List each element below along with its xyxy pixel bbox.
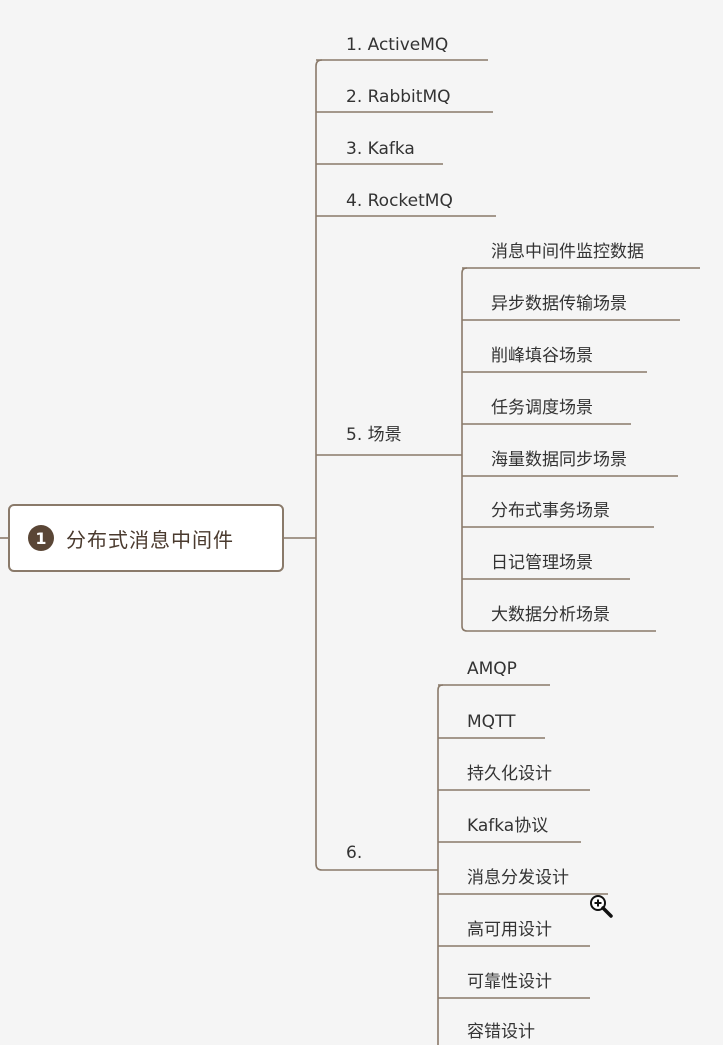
subtrunk-line [461,267,468,632]
branch-activemq[interactable]: 1. ActiveMQ [346,35,449,55]
design-item[interactable]: AMQP [467,659,517,679]
branch-rocketmq[interactable]: 4. RocketMQ [346,191,453,211]
root-topic[interactable]: 1 分布式消息中间件 [8,504,284,572]
design-item[interactable]: 消息分发设计 [467,868,569,888]
branch-rabbitmq[interactable]: 2. RabbitMQ [346,87,451,107]
scenario-item[interactable]: 消息中间件监控数据 [491,242,644,262]
branch-scenarios[interactable]: 5. 场景 [346,425,402,445]
scenario-item[interactable]: 异步数据传输场景 [491,294,627,314]
zoom-in-icon [590,895,613,918]
topic-number-badge: 1 [28,525,54,551]
scenario-item[interactable]: 日记管理场景 [491,553,593,573]
design-item[interactable]: 容错设计 [467,1022,535,1042]
root-topic-title: 分布式消息中间件 [66,527,234,552]
subtrunk-line [437,684,444,1045]
design-item[interactable]: MQTT [467,712,516,732]
branch-kafka[interactable]: 3. Kafka [346,139,415,159]
scenario-item[interactable]: 海量数据同步场景 [491,450,627,470]
scenario-item[interactable]: 削峰填谷场景 [491,346,593,366]
design-item[interactable]: 高可用设计 [467,920,552,940]
design-item[interactable]: Kafka协议 [467,816,549,836]
scenario-item[interactable]: 分布式事务场景 [491,501,610,521]
branch-design[interactable]: 6. [346,843,363,863]
design-item[interactable]: 可靠性设计 [467,972,552,992]
scenario-item[interactable]: 大数据分析场景 [491,605,610,625]
design-item[interactable]: 持久化设计 [467,764,552,784]
trunk-line [315,59,323,871]
scenario-item[interactable]: 任务调度场景 [491,398,593,418]
